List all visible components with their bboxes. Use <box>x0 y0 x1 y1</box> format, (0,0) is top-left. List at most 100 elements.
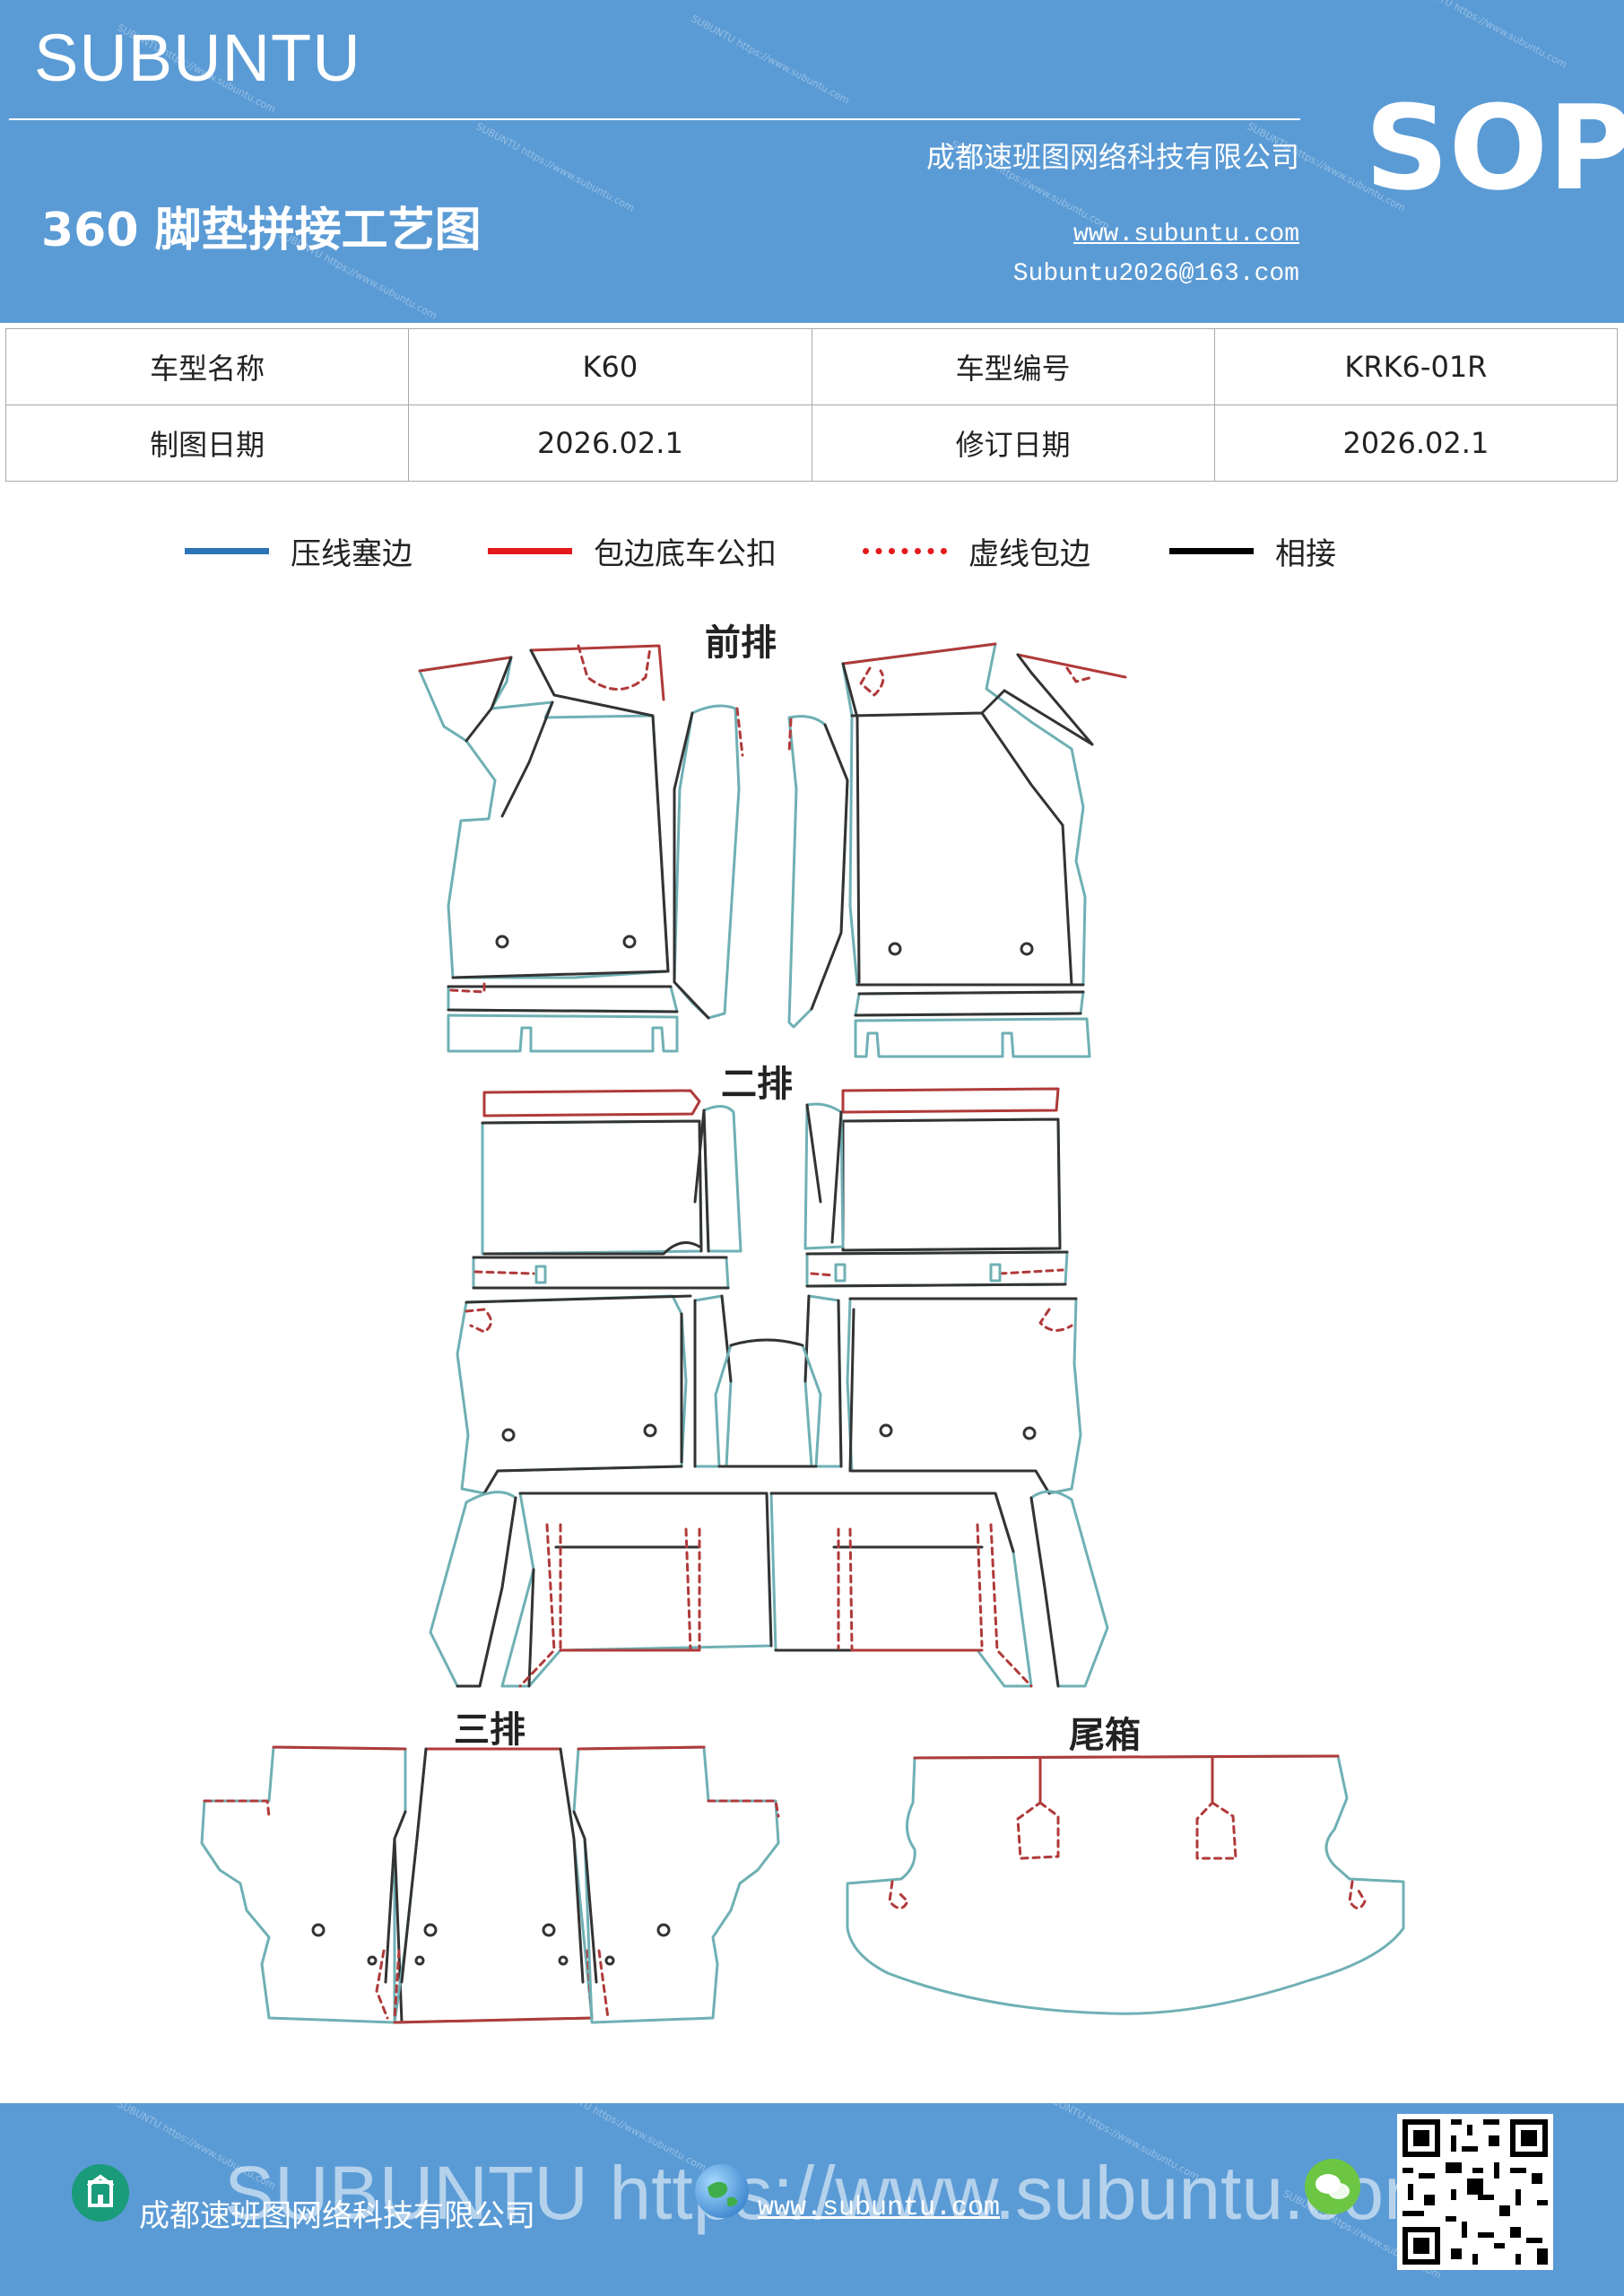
rear-band-center-right-seam <box>769 1492 1015 1652</box>
globe-icon <box>695 2164 749 2218</box>
trunk-top-edge <box>913 1754 1340 1760</box>
legend-swatch <box>1169 547 1254 554</box>
trunk-mat-outline <box>846 1754 1405 2015</box>
third-row-center-bottom <box>393 2016 594 2024</box>
third-row-right <box>572 1745 780 2024</box>
mount-hole <box>879 1423 893 1438</box>
front-left-strip-1-seam <box>447 985 679 1013</box>
center-tunnel-seam <box>717 1338 818 1468</box>
front-left-mat-group <box>418 644 744 1053</box>
second-left-clip <box>534 1265 547 1284</box>
table-cell-label: 车型名称 <box>4 328 410 405</box>
second-right-bottom-dash <box>1038 1308 1073 1332</box>
trunk-mat-group <box>846 1754 1405 2015</box>
mount-hole <box>558 1955 569 1966</box>
footer-website-link[interactable]: www.subuntu.com <box>758 2193 1001 2223</box>
third-row-left <box>200 1745 407 2024</box>
third-row-left-dash <box>203 1799 271 1818</box>
trunk-dashed-hook-left <box>888 1880 909 1909</box>
legend-label: 虚线包边 <box>968 535 1090 572</box>
rear-band-group <box>429 1490 1109 1688</box>
second-right-mat-group <box>803 1087 1082 1495</box>
second-left-main <box>481 1119 703 1256</box>
mount-hole <box>1022 1426 1037 1440</box>
front-right-main-mat <box>841 642 1087 987</box>
legend-item: 相接 <box>1169 529 1336 572</box>
section-label-second: 二排 <box>721 1064 793 1105</box>
mount-hole <box>501 1428 516 1442</box>
watermark: SUBUNTU https://www.subuntu.com <box>1406 0 1569 71</box>
front-right-mat-group <box>787 642 1127 1058</box>
third-row-right-top <box>577 1745 706 1751</box>
table-cell-value: 2026.02.1 <box>408 404 812 482</box>
rear-band-dash <box>518 1523 1033 1688</box>
watermark: SUBUNTU https://www.subuntu.com <box>689 13 852 107</box>
front-left-main-mat <box>418 656 670 979</box>
second-left-side <box>702 1105 743 1253</box>
third-row-mat-group <box>200 1745 780 2024</box>
email-address: Subuntu2026@163.com <box>1012 260 1299 288</box>
front-left-strip-1 <box>447 985 679 1013</box>
legend-swatch <box>488 547 572 554</box>
second-left-main-seam <box>481 1119 703 1256</box>
section-label-trunk: 尾箱 <box>1069 1715 1141 1756</box>
front-left-dashed-cutout <box>577 644 652 691</box>
rear-band-center <box>500 1492 773 1688</box>
table-cell-label: 车型编号 <box>811 328 1215 405</box>
rear-band-center-right <box>769 1492 1033 1688</box>
mount-hole <box>656 1923 671 1937</box>
second-left-top-strip <box>482 1089 701 1118</box>
mount-hole <box>888 942 902 956</box>
company-name: 成都速班图网络科技有限公司 <box>925 140 1299 174</box>
third-row-center <box>393 1747 594 2024</box>
floor-mat-diagram <box>200 642 1405 2024</box>
second-left-strip-seam <box>472 1256 730 1290</box>
third-row-center-seam <box>400 1747 585 1984</box>
mount-hole <box>414 1955 425 1966</box>
third-row-right-dash <box>707 1799 780 1818</box>
second-right-strip-dash <box>810 1268 1064 1277</box>
third-row-right-seam <box>572 1810 598 1984</box>
rear-band-center-seam <box>518 1492 773 1688</box>
second-right-tunnel-side <box>803 1294 843 1468</box>
front-right-side-dash <box>787 718 793 755</box>
front-right-dashed-cutout-2 <box>1065 666 1094 683</box>
header-divider <box>9 118 1300 120</box>
trunk-dashed-hook-right <box>1348 1880 1367 1909</box>
second-right-main <box>841 1118 1062 1252</box>
second-right-tunnel-seam <box>803 1294 843 1468</box>
table-cell-label: 制图日期 <box>4 404 410 482</box>
page-header: SUBUNTU https://www.subuntu.com SUBUNTU … <box>0 0 1624 323</box>
website-link[interactable]: www.subuntu.com <box>1073 221 1299 248</box>
legend-item: 虚线包边 <box>863 529 1090 572</box>
second-right-side-seam <box>805 1103 843 1244</box>
second-left-tunnel-seam <box>693 1294 733 1468</box>
front-left-strip-1-dash <box>449 979 486 994</box>
second-right-bottom <box>846 1297 1082 1495</box>
brand-logo-text: SUBUNTU <box>34 21 361 95</box>
second-right-bottom-seam <box>848 1297 1078 1495</box>
mount-hole <box>542 1923 556 1937</box>
legend-swatch <box>863 547 947 554</box>
table-row: 制图日期 2026.02.1 修订日期 2026.02.1 <box>4 404 1619 482</box>
mount-hole <box>367 1955 378 1966</box>
front-left-side-seam <box>673 711 710 1020</box>
front-left-seam <box>451 648 670 979</box>
second-left-mat-group <box>456 1089 743 1495</box>
page-footer: SUBUNTU https://www.subuntu.com SUBUNTU … <box>0 2103 1624 2296</box>
second-right-side <box>803 1102 845 1250</box>
trunk-dashed-cutout-2 <box>1195 1801 1238 1860</box>
front-left-strip-2 <box>447 1013 679 1053</box>
front-right-strip-1 <box>854 990 1085 1017</box>
wechat-icon <box>1305 2159 1360 2214</box>
building-icon <box>72 2164 129 2222</box>
second-left-strip-dash <box>473 1270 535 1275</box>
third-row-left-seam <box>384 1810 407 2024</box>
second-left-side-seam <box>693 1109 710 1253</box>
page-title: 360 脚垫拼接工艺图 <box>41 204 482 257</box>
second-right-strip-seam <box>805 1250 1069 1288</box>
table-cell-label: 修订日期 <box>811 404 1215 482</box>
mount-hole <box>423 1923 438 1937</box>
third-row-left-top <box>272 1745 407 1751</box>
mount-hole <box>1020 942 1034 956</box>
